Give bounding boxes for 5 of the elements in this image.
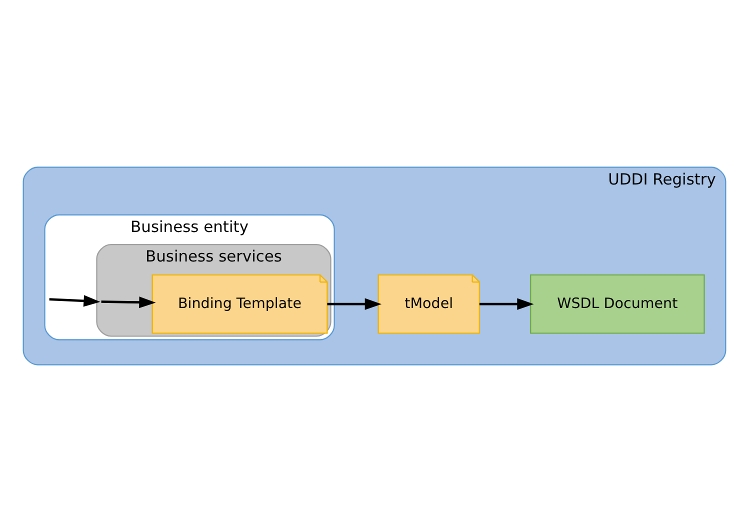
- arrow: [49, 294, 100, 306]
- node-box: WSDL Document: [530, 274, 705, 334]
- arrow: [479, 298, 534, 310]
- arrow: [327, 298, 382, 310]
- arrow: [83, 294, 156, 308]
